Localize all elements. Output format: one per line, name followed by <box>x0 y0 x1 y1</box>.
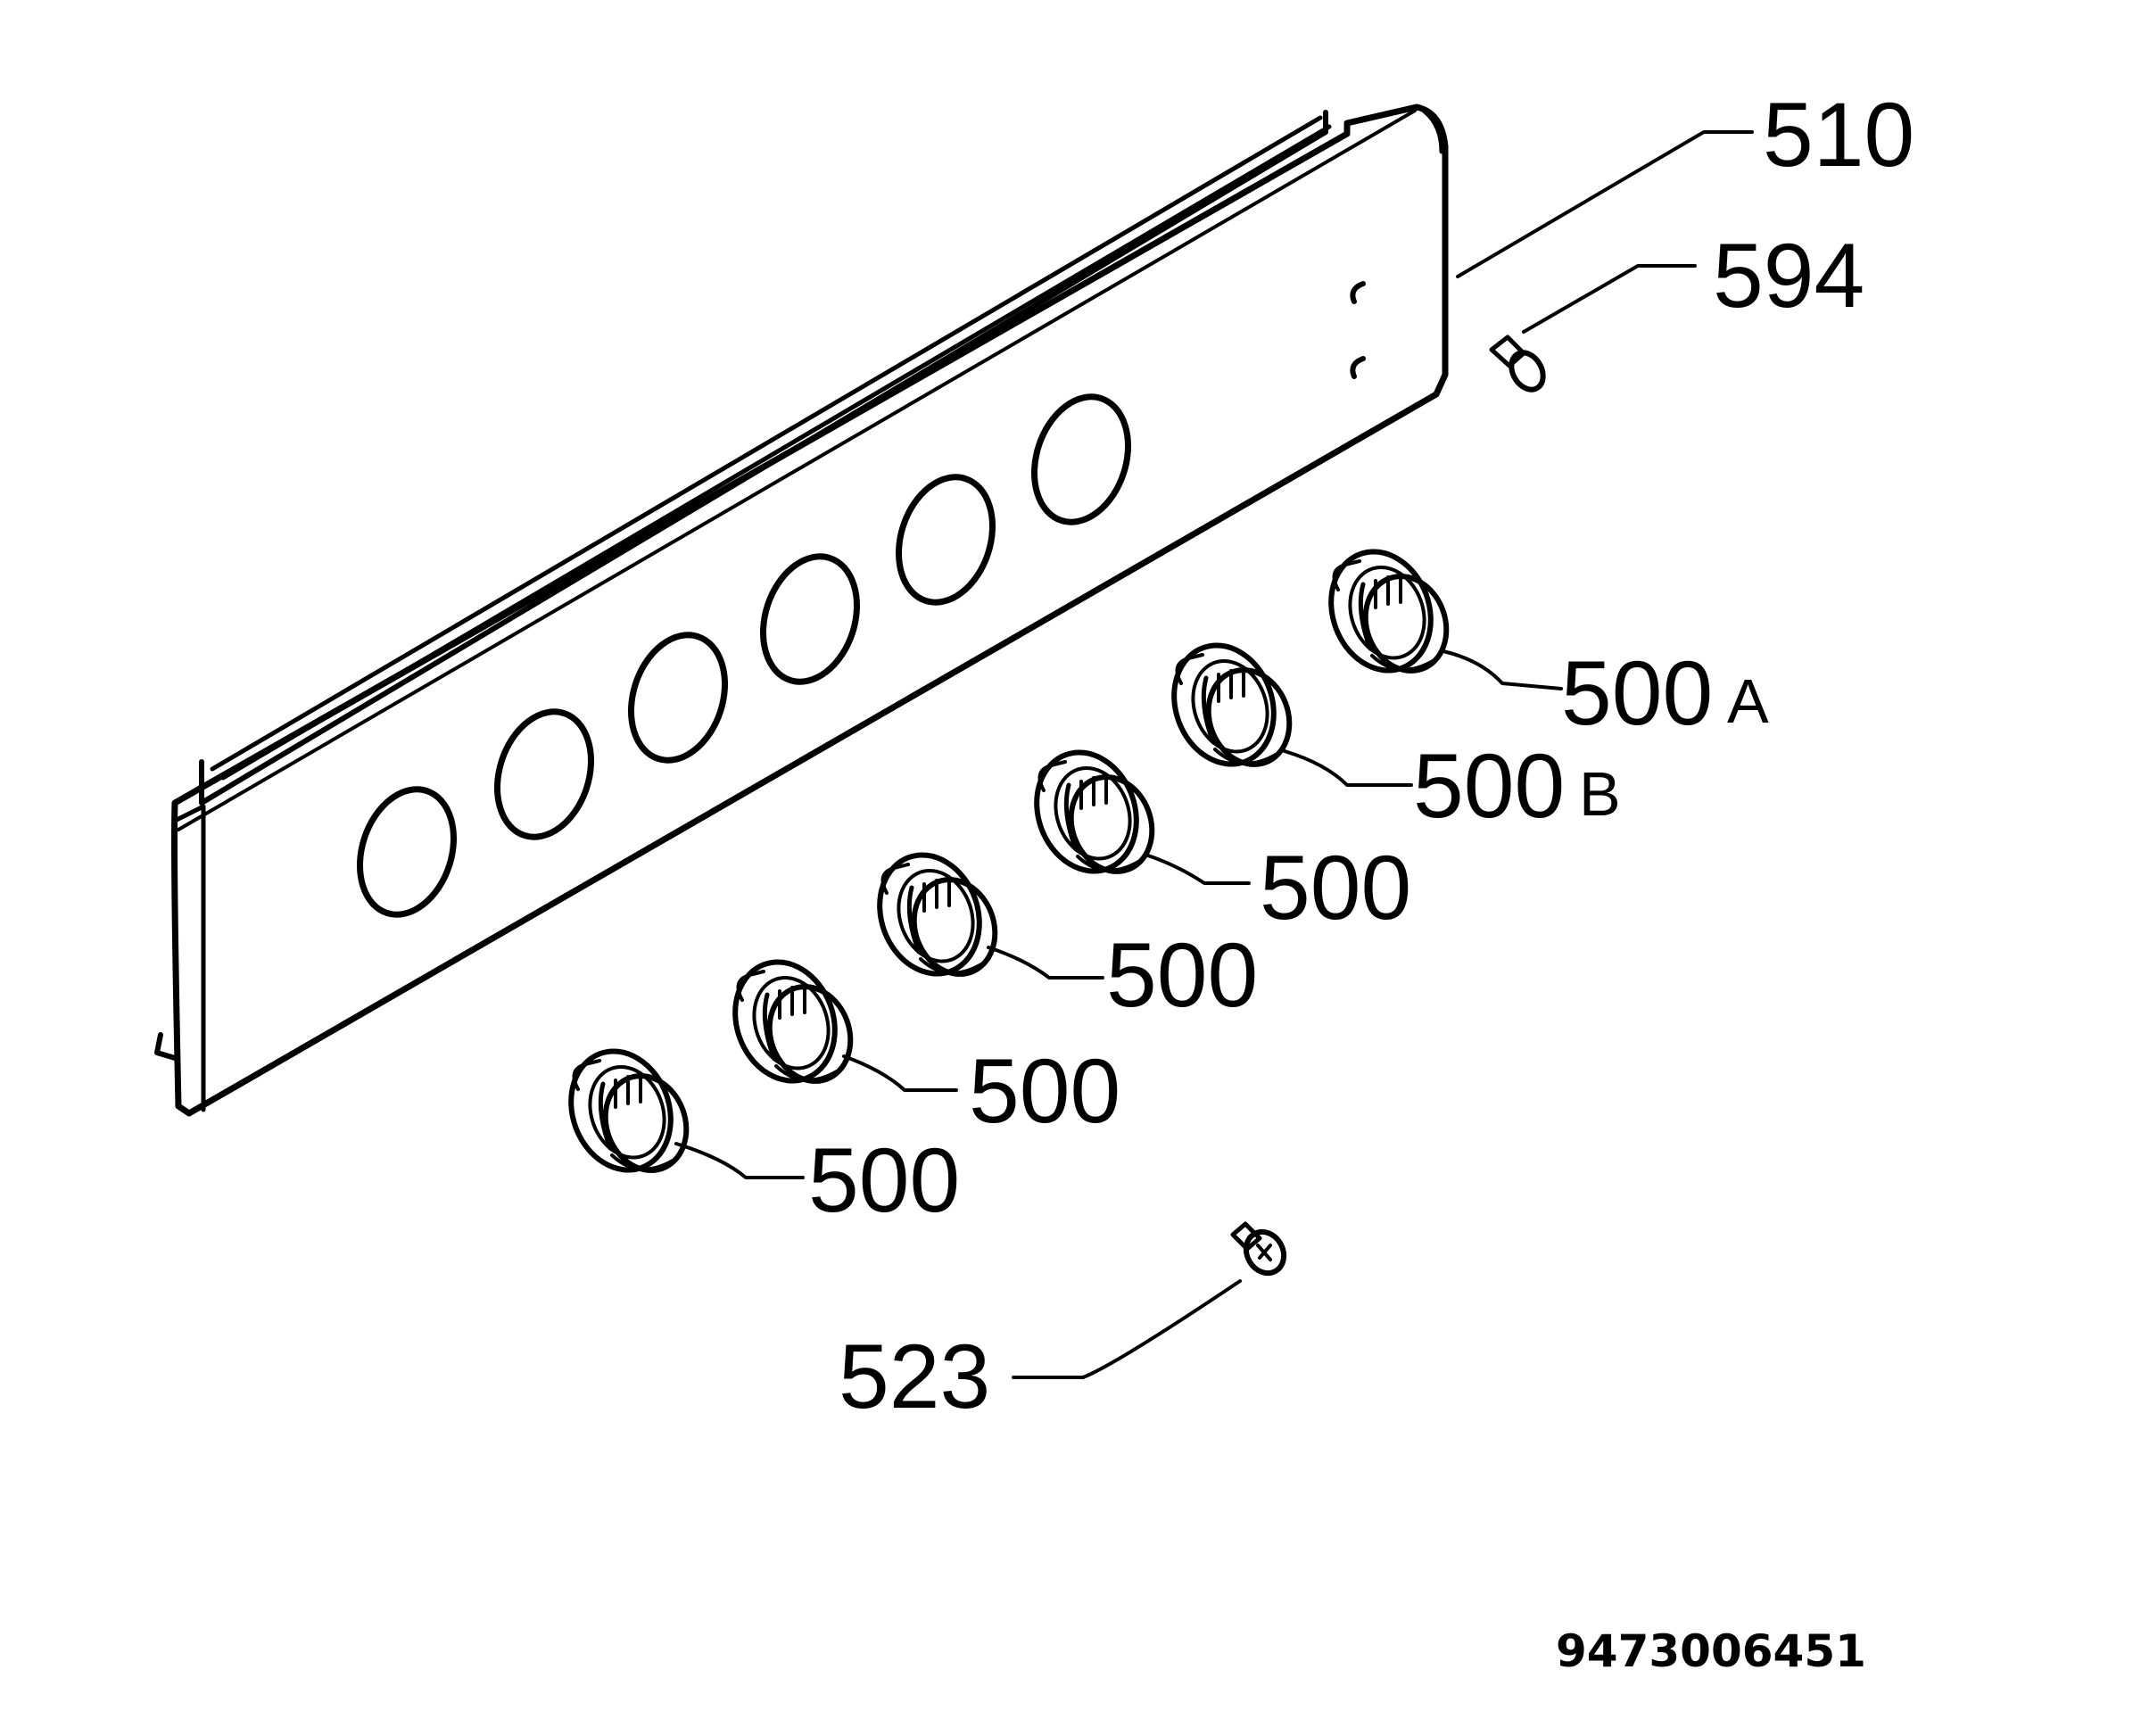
knob-500-3 <box>719 948 864 1095</box>
panel-openings <box>356 393 1132 918</box>
callout-510: 510 <box>1763 84 1914 186</box>
callout-500-1: 500 <box>1260 837 1411 938</box>
leader-lines <box>674 130 1754 1379</box>
knob-500a <box>1315 538 1459 685</box>
knob-500-2 <box>864 841 1008 988</box>
control-panel <box>154 103 1449 1117</box>
callout-500-2: 500 <box>1106 924 1258 1026</box>
callout-500-4: 500 <box>808 1129 960 1231</box>
callout-500b: 500 <box>1413 735 1565 837</box>
knob-500-4 <box>555 1037 699 1185</box>
callout-500a-suffix: A <box>1727 666 1769 736</box>
screw-523 <box>1230 1221 1287 1277</box>
knob-500-1 <box>1021 739 1165 886</box>
callout-500-3: 500 <box>969 1040 1120 1142</box>
screw-594 <box>1489 335 1546 393</box>
callout-594: 594 <box>1713 225 1864 327</box>
knob-500b <box>1158 632 1302 779</box>
callout-523: 523 <box>839 1326 990 1427</box>
drawing-number: 9473006451 <box>1556 1625 1866 1677</box>
callout-500a: 500 <box>1561 642 1713 744</box>
callout-500b-suffix: B <box>1579 759 1621 829</box>
